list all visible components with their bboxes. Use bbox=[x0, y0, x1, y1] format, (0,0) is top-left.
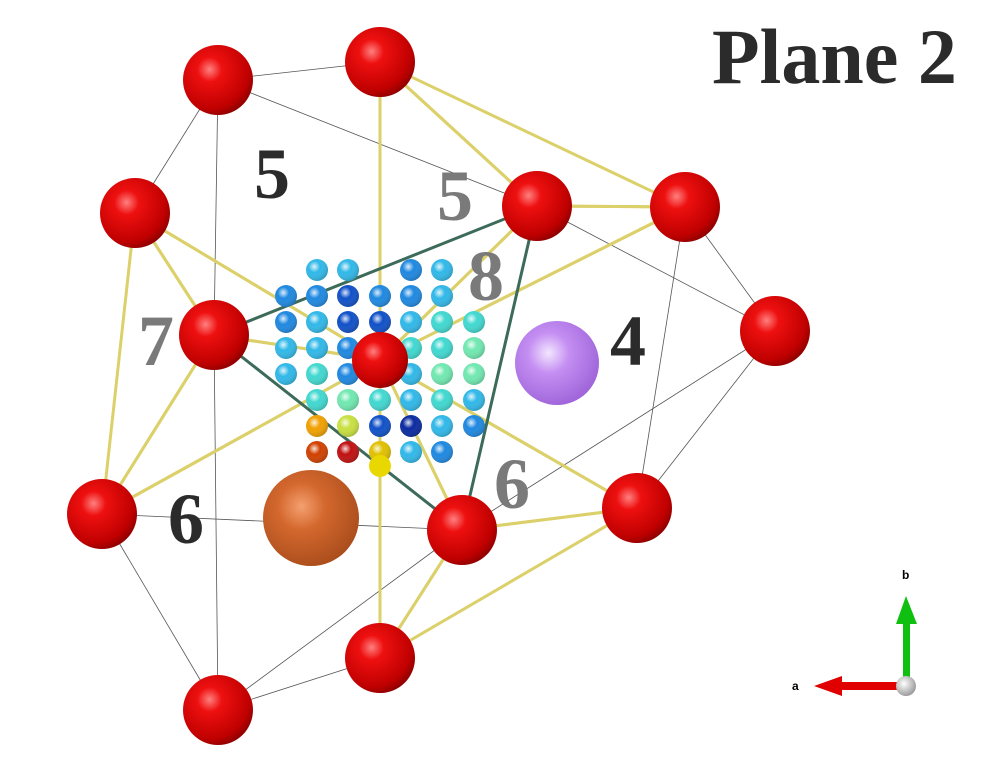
grid-sphere-shade bbox=[400, 285, 422, 307]
grid-sphere-shade bbox=[306, 285, 328, 307]
grid-sphere-shade bbox=[337, 259, 359, 281]
grid-sphere-shade bbox=[337, 415, 359, 437]
grid-sphere-shade bbox=[431, 285, 453, 307]
grid-sphere-shade bbox=[431, 311, 453, 333]
grid-sphere-shade bbox=[400, 441, 422, 463]
grid-sphere-shade bbox=[400, 389, 422, 411]
grid-sphere-shade bbox=[306, 259, 328, 281]
grid-sphere-shade bbox=[275, 311, 297, 333]
grid-sphere-shade bbox=[463, 415, 485, 437]
oxygen-atom bbox=[502, 171, 572, 241]
grid-sphere-shade bbox=[400, 311, 422, 333]
oxygen-atom bbox=[427, 495, 497, 565]
orange-atom bbox=[263, 470, 359, 566]
grid-sphere-shade bbox=[431, 337, 453, 359]
label-left: 7 bbox=[138, 301, 174, 381]
grid-sphere-shade bbox=[337, 389, 359, 411]
grid-sphere-shade bbox=[463, 311, 485, 333]
axis-b-label: b bbox=[902, 568, 910, 582]
grid-sphere-shade bbox=[275, 285, 297, 307]
label-right: 4 bbox=[610, 301, 646, 381]
purple-atom bbox=[515, 321, 599, 405]
axis-indicator bbox=[814, 596, 917, 696]
label-upper-left: 5 bbox=[254, 134, 290, 214]
axis-origin bbox=[896, 676, 916, 696]
coordination-polyhedra bbox=[100, 60, 687, 660]
sphere-grid bbox=[275, 259, 485, 477]
grid-sphere-shade bbox=[306, 415, 328, 437]
oxygen-atom bbox=[345, 623, 415, 693]
grid-sphere-shade bbox=[306, 337, 328, 359]
grid-sphere-shade bbox=[400, 415, 422, 437]
label-upper-center: 5 bbox=[437, 156, 473, 236]
grid-sphere-shade bbox=[463, 363, 485, 385]
axis-b-arrow bbox=[896, 596, 917, 624]
grid-sphere-shade bbox=[306, 389, 328, 411]
grid-sphere-shade bbox=[337, 285, 359, 307]
center-oxygen-atom bbox=[352, 332, 408, 388]
grid-sphere-shade bbox=[306, 441, 328, 463]
grid-sphere-shade bbox=[369, 311, 391, 333]
plane-triangle bbox=[211, 203, 540, 533]
grid-sphere-shade bbox=[275, 363, 297, 385]
oxygen-atom bbox=[650, 172, 720, 242]
grid-sphere-shade bbox=[306, 311, 328, 333]
grid-sphere-shade bbox=[431, 441, 453, 463]
grid-sphere-shade bbox=[369, 285, 391, 307]
grid-sphere-shade bbox=[337, 441, 359, 463]
oxygen-atom bbox=[67, 479, 137, 549]
axis-a-arrow bbox=[814, 676, 842, 696]
grid-sphere-shade bbox=[337, 311, 359, 333]
oxygen-atom bbox=[179, 300, 249, 370]
grid-sphere-shade bbox=[431, 259, 453, 281]
label-center-right: 8 bbox=[468, 236, 504, 316]
grid-sphere-shade bbox=[463, 389, 485, 411]
oxygen-atom bbox=[183, 45, 253, 115]
grid-sphere-shade bbox=[431, 363, 453, 385]
grid-sphere bbox=[369, 455, 391, 477]
grid-sphere-shade bbox=[431, 389, 453, 411]
label-lower-center: 6 bbox=[494, 444, 530, 524]
oxygen-atom bbox=[345, 27, 415, 97]
label-lower-left: 6 bbox=[168, 479, 204, 559]
grid-sphere-shade bbox=[369, 415, 391, 437]
oxygen-atom bbox=[602, 473, 672, 543]
grid-sphere-shade bbox=[369, 389, 391, 411]
axis-a-label: a bbox=[792, 679, 799, 693]
oxygen-atom bbox=[100, 178, 170, 248]
grid-sphere-shade bbox=[275, 337, 297, 359]
grid-sphere-shade bbox=[463, 337, 485, 359]
grid-sphere-shade bbox=[400, 259, 422, 281]
plane-title: Plane 2 bbox=[712, 13, 957, 100]
grid-sphere-shade bbox=[306, 363, 328, 385]
grid-sphere-shade bbox=[431, 415, 453, 437]
oxygen-atom bbox=[183, 675, 253, 745]
oxygen-atoms bbox=[67, 27, 810, 745]
oxygen-atom bbox=[740, 296, 810, 366]
